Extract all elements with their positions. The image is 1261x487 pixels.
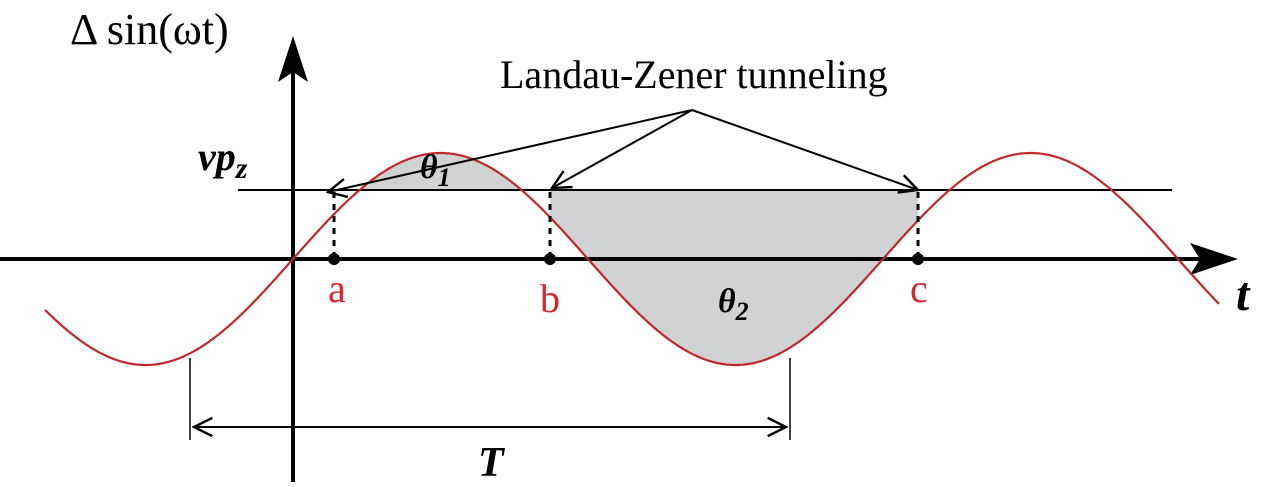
tunneling-arrow-a — [328, 109, 693, 192]
y-axis-label: Δ sin(ωt) — [70, 5, 229, 54]
point-b-label: b — [540, 276, 560, 321]
sine-curve — [44, 151, 1220, 367]
theta2-shaded-area — [550, 190, 918, 365]
theta1-shaded-area — [334, 153, 550, 190]
x-axis-arrowhead — [1190, 243, 1238, 275]
point-a-dot — [328, 253, 340, 265]
point-b-dot — [544, 253, 556, 265]
theta1-label: θ1 — [420, 149, 451, 192]
y-axis-arrowhead — [278, 36, 308, 82]
x-axis-label: t — [1236, 268, 1251, 321]
point-a-label: a — [328, 266, 346, 311]
theta2-label: θ2 — [718, 283, 749, 326]
period-label: T — [478, 440, 506, 486]
threshold-label: vpz — [198, 134, 248, 185]
tunneling-arrow-b — [552, 109, 693, 188]
point-c-dot — [912, 253, 924, 265]
tunneling-arrow-c — [691, 109, 918, 190]
point-c-label: c — [910, 266, 928, 311]
tunneling-annotation: Landau-Zener tunneling — [500, 52, 888, 97]
